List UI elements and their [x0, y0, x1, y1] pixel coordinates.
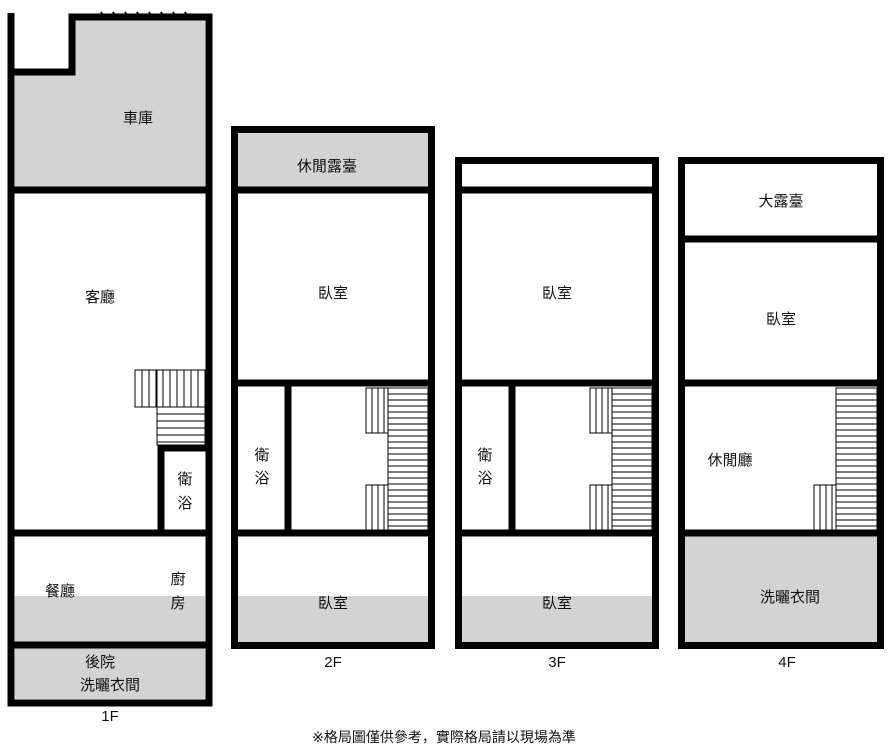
label-bedroom-3f-front: 臥室 — [542, 284, 572, 302]
stair-outline — [589, 387, 613, 434]
floor-label-1f: 1F — [101, 708, 119, 725]
garage-door-tick — [100, 11, 106, 21]
floor-2f: 休閒露臺 臥室 衛 浴 臥室 2F — [231, 126, 435, 671]
garage-door-tick — [172, 11, 178, 21]
label-bathroom-3f-a: 衛 — [477, 446, 492, 464]
garage-door-tick — [112, 11, 118, 21]
stair-outline — [611, 387, 653, 531]
label-bathroom-2f-b: 浴 — [254, 469, 269, 487]
floor-3f: 臥室 衛 浴 臥室 3F — [455, 157, 659, 671]
wall-bathroom-1f — [157, 444, 209, 533]
bedroom-3f-back-shade — [462, 596, 652, 642]
stair-outline — [813, 484, 837, 531]
label-terrace-2f: 休閒露臺 — [297, 157, 357, 175]
garage-door-tick — [148, 11, 154, 21]
floor-4f: 大露臺 臥室 休閒廳 洗曬衣間 4F — [678, 157, 884, 671]
label-living-room: 客廳 — [85, 288, 115, 306]
backyard-area — [15, 647, 205, 699]
dining-shade — [15, 596, 205, 642]
label-bedroom-2f-back: 臥室 — [318, 594, 348, 612]
floor-label-3f: 3F — [548, 654, 566, 671]
label-bedroom-3f-back: 臥室 — [542, 594, 572, 612]
stair-outline — [589, 484, 613, 531]
outer-wall-3f — [455, 157, 659, 649]
label-bathroom-1f-a: 衛 — [177, 470, 192, 488]
label-bathroom-1f-b: 浴 — [177, 494, 192, 512]
label-laundry-1f: 洗曬衣間 — [80, 676, 140, 694]
garage-door-tick — [184, 11, 190, 21]
label-bathroom-2f-a: 衛 — [254, 446, 269, 464]
laundry-4f-area — [685, 536, 877, 642]
stair-outline — [156, 406, 206, 446]
garage-door-tick — [124, 11, 130, 21]
staircase-1f-upper — [134, 369, 206, 408]
stair-outline — [387, 387, 429, 531]
staircase-3f — [589, 387, 653, 531]
staircase-2f — [365, 387, 429, 531]
label-garage: 車庫 — [123, 109, 153, 127]
floor-1f: 車庫 客廳 衛 浴 餐廳 廚 房 後院 洗曬衣間 1F — [7, 11, 213, 725]
garage-door-tick — [136, 11, 142, 21]
outer-wall-4f — [678, 157, 884, 649]
label-terrace-4f: 大露臺 — [758, 192, 803, 210]
outer-wall-2f — [231, 126, 435, 649]
label-lounge-4f: 休閒廳 — [707, 451, 752, 469]
label-dining-room: 餐廳 — [45, 582, 75, 600]
label-kitchen-b: 房 — [170, 594, 185, 612]
floor-label-4f: 4F — [778, 654, 796, 671]
label-bedroom-2f-front: 臥室 — [318, 284, 348, 302]
label-laundry-4f: 洗曬衣間 — [760, 588, 820, 606]
staircase-1f-lower — [156, 406, 206, 446]
floor-label-2f: 2F — [324, 654, 342, 671]
bedroom-2f-back-shade — [238, 596, 428, 642]
outer-wall-1f — [7, 13, 213, 707]
disclaimer-note: ※格局圖僅供參考，實際格局請以現場為準 — [312, 729, 576, 746]
stair-outline — [365, 387, 389, 434]
label-bathroom-3f-b: 浴 — [477, 469, 492, 487]
garage-notch — [15, 20, 72, 70]
stair-outline — [835, 387, 878, 531]
label-kitchen-a: 廚 — [170, 570, 185, 588]
garage-door — [100, 11, 190, 21]
garage-door-tick — [160, 11, 166, 21]
label-backyard: 後院 — [85, 653, 115, 671]
stair-outline — [365, 484, 389, 531]
label-bedroom-4f: 臥室 — [766, 310, 796, 328]
staircase-4f — [813, 387, 878, 531]
terrace-2f-area — [238, 133, 428, 187]
